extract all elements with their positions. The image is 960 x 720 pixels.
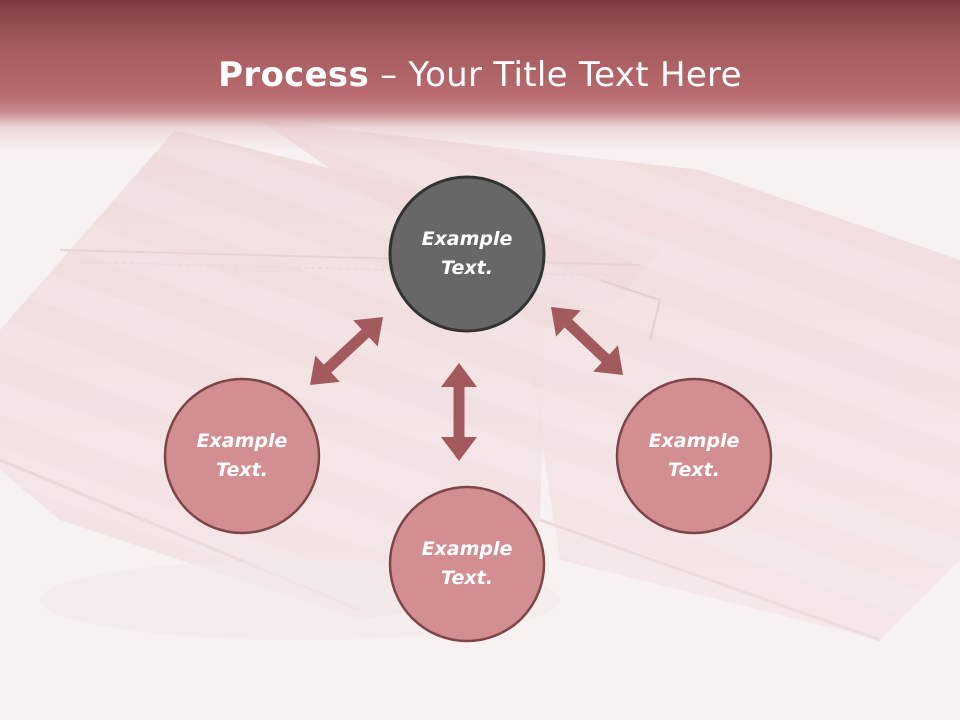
node-circle-right [615,377,773,535]
node-label-line2: Text. [668,459,720,481]
node-label-line2: Text. [441,567,493,589]
title-strong: Process [218,55,370,95]
node-circle-center [388,175,546,333]
slide-title: Process – Your Title Text Here [0,50,960,100]
node-label-line1: Example [421,538,513,560]
arrow-center-left [310,317,383,385]
title-rest: Your Title Text Here [408,55,742,95]
title-separator: – [369,55,409,95]
node-label-line2: Text. [441,257,493,279]
title-bar [0,0,960,150]
node-label-line1: Example [648,430,740,452]
node-label-line2: Text. [216,459,268,481]
node-label-line1: Example [196,430,288,452]
node-circle-bottom [388,485,546,643]
arrow-center-bottom [441,363,477,461]
node-circle-left [163,377,321,535]
arrow-center-right [551,307,623,375]
node-label-line1: Example [421,228,513,250]
